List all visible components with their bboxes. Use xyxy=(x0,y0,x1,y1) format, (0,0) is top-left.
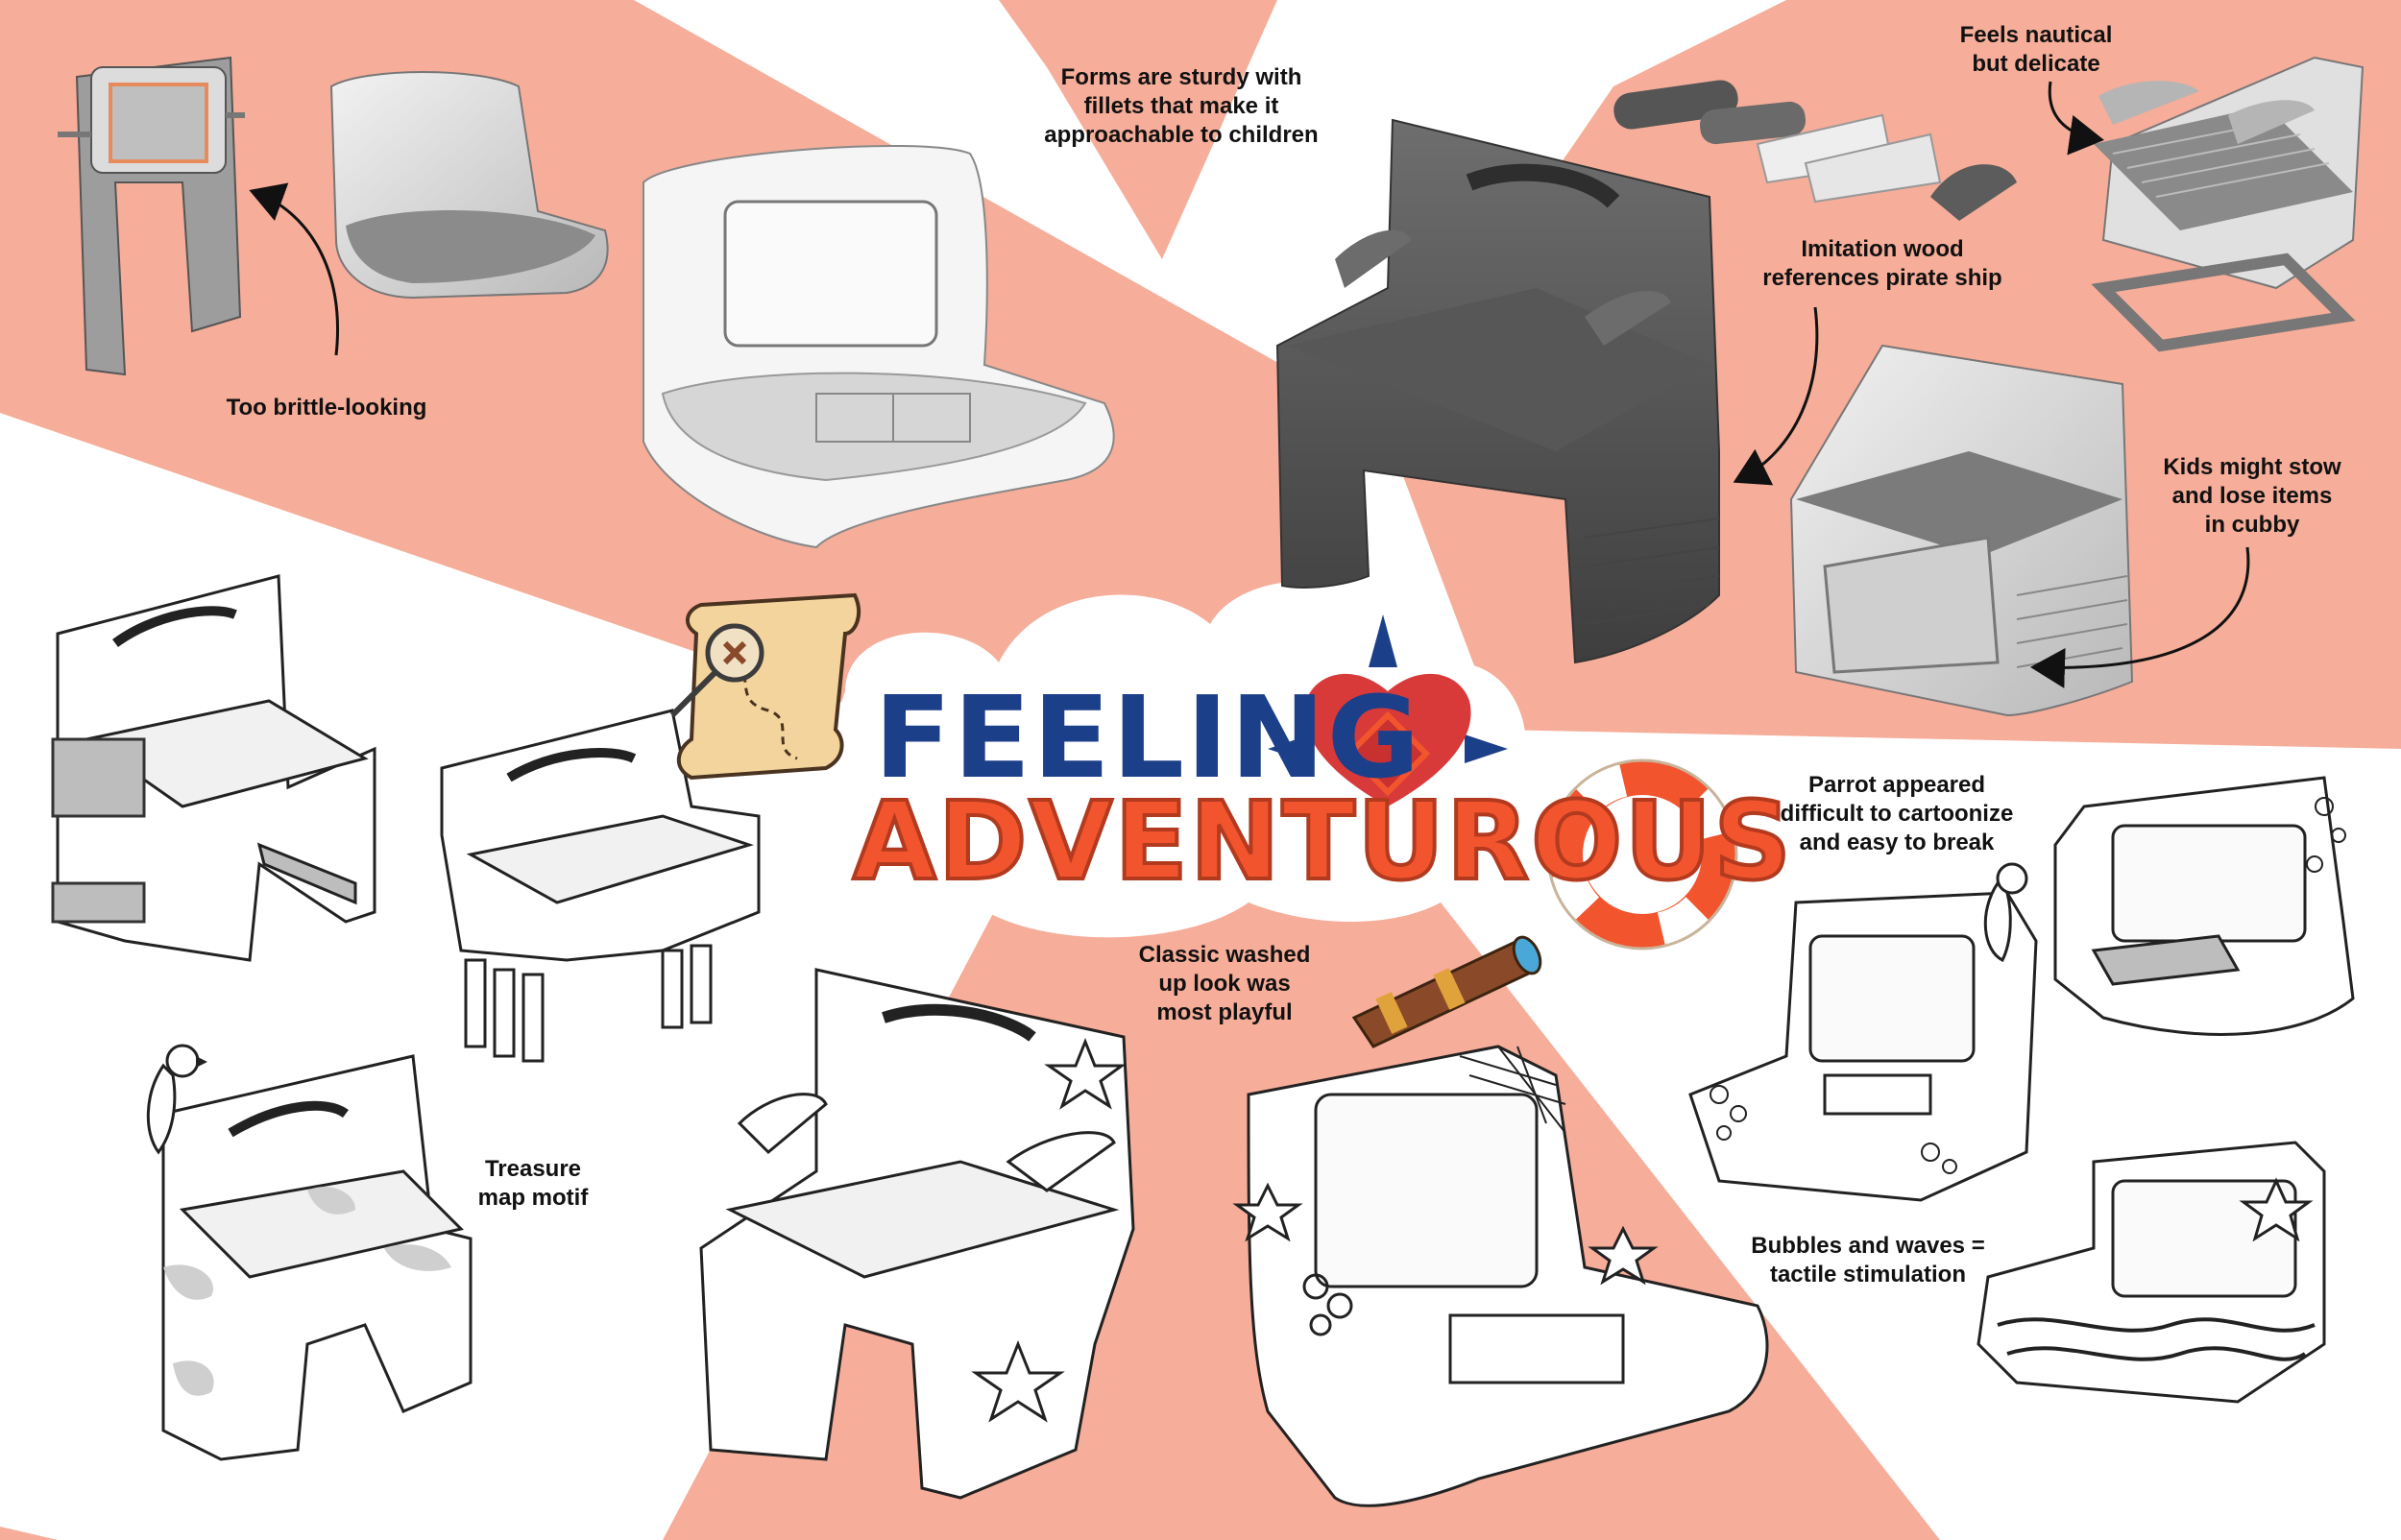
arrow-too-brittle xyxy=(249,182,339,356)
nautical-delicate-chair-model xyxy=(2091,56,2365,352)
spyglass-icon xyxy=(1351,935,1542,1048)
note-treasure-map: Treasure map motif xyxy=(477,1156,589,1211)
note-kids-stow: Kids might stow and lose items in cubby xyxy=(2163,454,2341,538)
line-chair-baluster xyxy=(440,709,761,1063)
note-parrot: Parrot appeared difficult to cartoonize … xyxy=(1780,772,2014,855)
note-bubbles-waves: Bubbles and waves = tactile stimulation xyxy=(1751,1233,1985,1287)
simple-seat-model xyxy=(329,71,609,300)
starfish-icon xyxy=(971,1037,2314,1423)
title-line-1: FEELING xyxy=(874,671,1422,804)
parrot-icon xyxy=(146,1044,207,1155)
annotation-arrows xyxy=(249,81,2250,688)
imitation-wood-chair-model xyxy=(1275,118,1720,664)
line-chair-parrot-bubbles xyxy=(1688,891,2038,1202)
line-chair-starfish xyxy=(699,968,1135,1500)
treasure-map-icon xyxy=(669,592,861,781)
note-imitation-wood: Imitation wood references pirate ship xyxy=(1762,236,2002,291)
line-chair-treasure-map xyxy=(161,1054,473,1461)
wedge-top-center xyxy=(999,0,1277,259)
compass-heart-icon xyxy=(1268,614,1508,806)
line-chair-net xyxy=(1247,1045,1769,1507)
title-line-2: ADVENTUROUS xyxy=(851,780,1793,904)
sturdy-white-seat-model xyxy=(643,144,1115,549)
parrot-icon xyxy=(1983,862,2028,963)
cubby-chair-model xyxy=(1789,344,2134,717)
wedge-bottom-left xyxy=(0,1527,58,1540)
note-classic-washed: Classic washed up look was most playful xyxy=(1138,942,1311,1025)
arrow-kids-stow xyxy=(2030,546,2250,688)
life-ring-icon xyxy=(1546,758,1738,950)
exploded-parts-model xyxy=(1613,80,2017,221)
arrow-imitation-wood xyxy=(1733,306,1819,486)
note-feels-nautical: Feels nautical but delicate xyxy=(1959,22,2113,77)
note-too-brittle: Too brittle-looking xyxy=(226,395,427,421)
arrow-feels-nautical xyxy=(2048,81,2104,156)
line-chair-riveted xyxy=(51,574,376,962)
note-forms-sturdy: Forms are sturdy with fillets that make … xyxy=(1044,64,1319,148)
title-cloud xyxy=(833,580,1527,938)
line-chair-map-seat xyxy=(2053,776,2355,1036)
brittle-chair-model xyxy=(58,56,245,376)
line-chair-waves xyxy=(1977,1141,2326,1404)
